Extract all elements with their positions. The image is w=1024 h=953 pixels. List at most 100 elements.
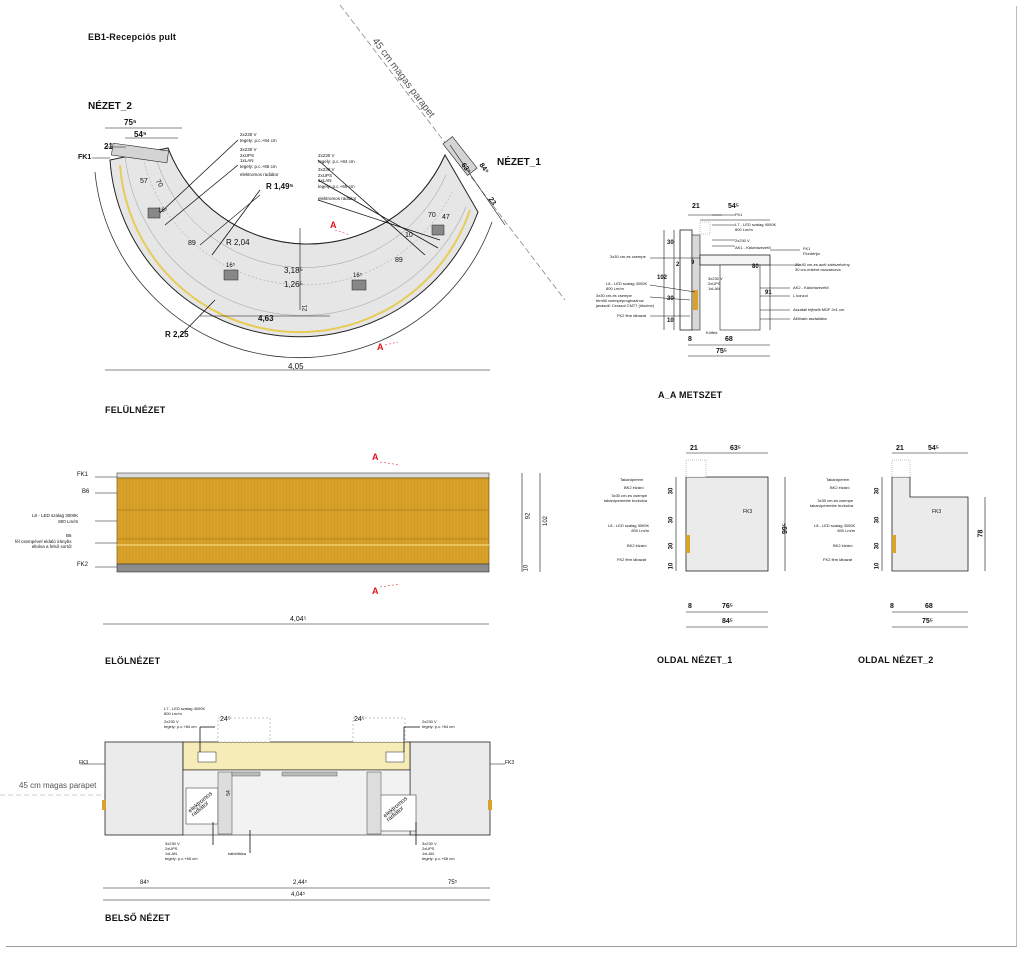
front-view: A A: [95, 452, 541, 625]
front-d10: 10: [523, 564, 530, 572]
sec-l-fk1b: FK1 Flordérija: [803, 246, 820, 256]
front-d404: 4,04⁵: [290, 616, 307, 623]
side1-l6: FK2 fém lábazat: [617, 557, 647, 562]
side2-d10: 10: [874, 562, 881, 570]
plan-dim-89b: 89: [395, 257, 403, 264]
inner-l7: L7 - LED szalag 4000K 800 Lm/m: [164, 706, 206, 716]
front-l8: L8 - LED szalag 3000K 800 Lm/m: [32, 513, 79, 524]
sec-l-3x30: 3x30 cm-es csempe: [610, 254, 646, 259]
front-fk1: FK1: [77, 472, 89, 478]
side2-d54: 54⁵: [928, 445, 940, 452]
front-d102: 102: [543, 515, 550, 527]
side1-d76: 76⁵: [722, 603, 734, 610]
inner-d84: 84⁵: [140, 880, 150, 886]
plan-dim-54: 54⁵: [134, 130, 147, 139]
side2-d75: 75⁵: [922, 618, 934, 625]
side-view-1: [675, 452, 786, 628]
plan-dim-57: 57: [140, 178, 148, 185]
view-title-belso: BELSŐ NÉZET: [105, 913, 171, 923]
plan-r126: 1,26⁵: [284, 280, 303, 289]
front-fk2: FK2: [77, 562, 89, 568]
plan-fk1: FK1: [78, 154, 92, 161]
side1-d21: 21: [690, 445, 698, 452]
sheet-title: EB1-Recepciós pult: [88, 32, 177, 42]
sec-l-l8: L8 - LED szalag 3000K 800 Lm/m: [606, 281, 648, 291]
plan-note-power-l2: 3x230 V 2xUPS 1xLAN tegely: p.c.+65 cm: [240, 147, 277, 169]
side2-l6: FK2 fém lábazat: [823, 557, 853, 562]
sec-d91: 91: [765, 290, 772, 296]
sec-d30a: 30: [667, 240, 674, 246]
plan-r318: 3,18⁵: [284, 266, 303, 275]
side1-l4: L8 - LED szalag 3000K 800 Lm/m: [608, 523, 650, 533]
side1-d8: 8: [688, 603, 692, 610]
side2-l3: 3x30 cm-es csempe takaróperembe burkolva: [810, 498, 854, 508]
side2-fk3: FK3: [932, 509, 942, 515]
view-title-aa: A_A METSZET: [658, 390, 723, 400]
sec-l-fk1: FK1: [735, 212, 743, 217]
sec-l-fk2: FK2 fém lábazat: [617, 313, 647, 318]
view-title-oldal1: OLDAL NÉZET_1: [657, 655, 733, 665]
inner-power-r-top: 2x230 V tegely: p.c.+84 cm: [422, 719, 455, 729]
inner-d54: 54: [225, 790, 232, 796]
inner-power-l-top: 2x230 V tegely: p.c.+84 cm: [164, 719, 197, 729]
plan-note-radiator-r: elektromos radiátor: [318, 196, 357, 201]
sec-l-ak1: AK1 - Kálortavezető: [735, 245, 771, 250]
side2-d8: 8: [890, 603, 894, 610]
front-b6b: B6 fél csempével eldaló iránybs eltolva …: [15, 533, 72, 549]
side1-d30a: 30: [668, 487, 675, 495]
sec-l-ak2: AK2 - Kálortavezető: [793, 285, 829, 290]
plan-counter: A A: [92, 127, 506, 371]
view-title-elolnezet: ELÖLNÉZET: [105, 656, 161, 666]
plan-r149: R 1,49⁵: [266, 182, 294, 191]
side2-d30b: 30: [874, 516, 881, 524]
side2-l4: L8 - LED szalag 3000K 800 Lm/m: [814, 523, 856, 533]
front-section-a-bot: A: [372, 586, 379, 596]
sec-l-kulfed: Külfed: [706, 330, 718, 335]
sec-d75: 75⁵: [716, 348, 728, 355]
inner-view: [0, 717, 505, 901]
view-title-nezet1: NÉZET_1: [497, 157, 541, 168]
side2-l2: BK2 élzáró: [830, 485, 850, 490]
inner-parapet: 45 cm magas parapet: [19, 781, 97, 790]
plan-note-radiator-l: elektromos radiátor: [240, 172, 279, 177]
section-aa: [649, 214, 800, 357]
inner-kabel: kábeltálca: [228, 851, 247, 856]
inner-d24a: 24⁵: [220, 716, 231, 723]
inner-d404: 4,04⁵: [291, 892, 306, 898]
sec-d102: 102: [657, 275, 668, 281]
side1-l3: 3x30 cm-es csempe takaróperembe burkolva: [604, 493, 648, 503]
sec-d54: 54⁵: [728, 203, 740, 210]
plan-dim-70b: 70: [428, 212, 436, 219]
inner-power-l-bot: 3x230 V 2xUPS 1xLAN tegely: p.c.+65 cm: [165, 841, 198, 861]
plan-dim-21: 21: [104, 142, 113, 151]
plan-dim-16b: 16⁵: [226, 263, 236, 269]
plan-r225: R 2,25: [165, 330, 189, 339]
sec-l-cable: 3x230 V 2xUPS 1xLAN: [708, 276, 723, 291]
sec-l-l7: L7 - LED szalag 4000K 800 Lm/m: [735, 222, 777, 232]
front-section-a-top: A: [372, 452, 379, 462]
plan-section-a-bot: A: [377, 342, 384, 352]
side1-d99: 99⁵: [782, 522, 790, 535]
sec-d9: 9: [691, 260, 695, 266]
plan-dim-47: 47: [442, 214, 450, 221]
plan-d21b: 21: [302, 304, 309, 312]
plan-note-power-l: 2x230 V tegely: p.c.+84 cm: [240, 132, 277, 143]
side1-d10: 10: [668, 562, 675, 570]
plan-dim-89a: 89: [188, 240, 196, 247]
sec-d68: 68: [725, 336, 733, 343]
side1-d30c: 30: [668, 542, 675, 550]
sec-d8: 8: [688, 336, 692, 343]
side2-d21: 21: [896, 445, 904, 452]
plan-d405: 4,05: [288, 362, 304, 371]
plan-dim-75: 75⁵: [124, 118, 137, 127]
sec-d2: 2: [676, 262, 680, 268]
view-title-oldal2: OLDAL NÉZET_2: [858, 655, 934, 665]
side2-d78: 78: [977, 529, 985, 538]
sec-l-konzol: L konzol: [793, 293, 808, 298]
sec-l-230: 2x230 V: [735, 238, 750, 243]
front-slats: [119, 478, 489, 564]
sec-d80: 80: [752, 264, 759, 270]
inner-d244: 2,44⁵: [293, 880, 308, 886]
front-d92: 92: [525, 512, 532, 520]
